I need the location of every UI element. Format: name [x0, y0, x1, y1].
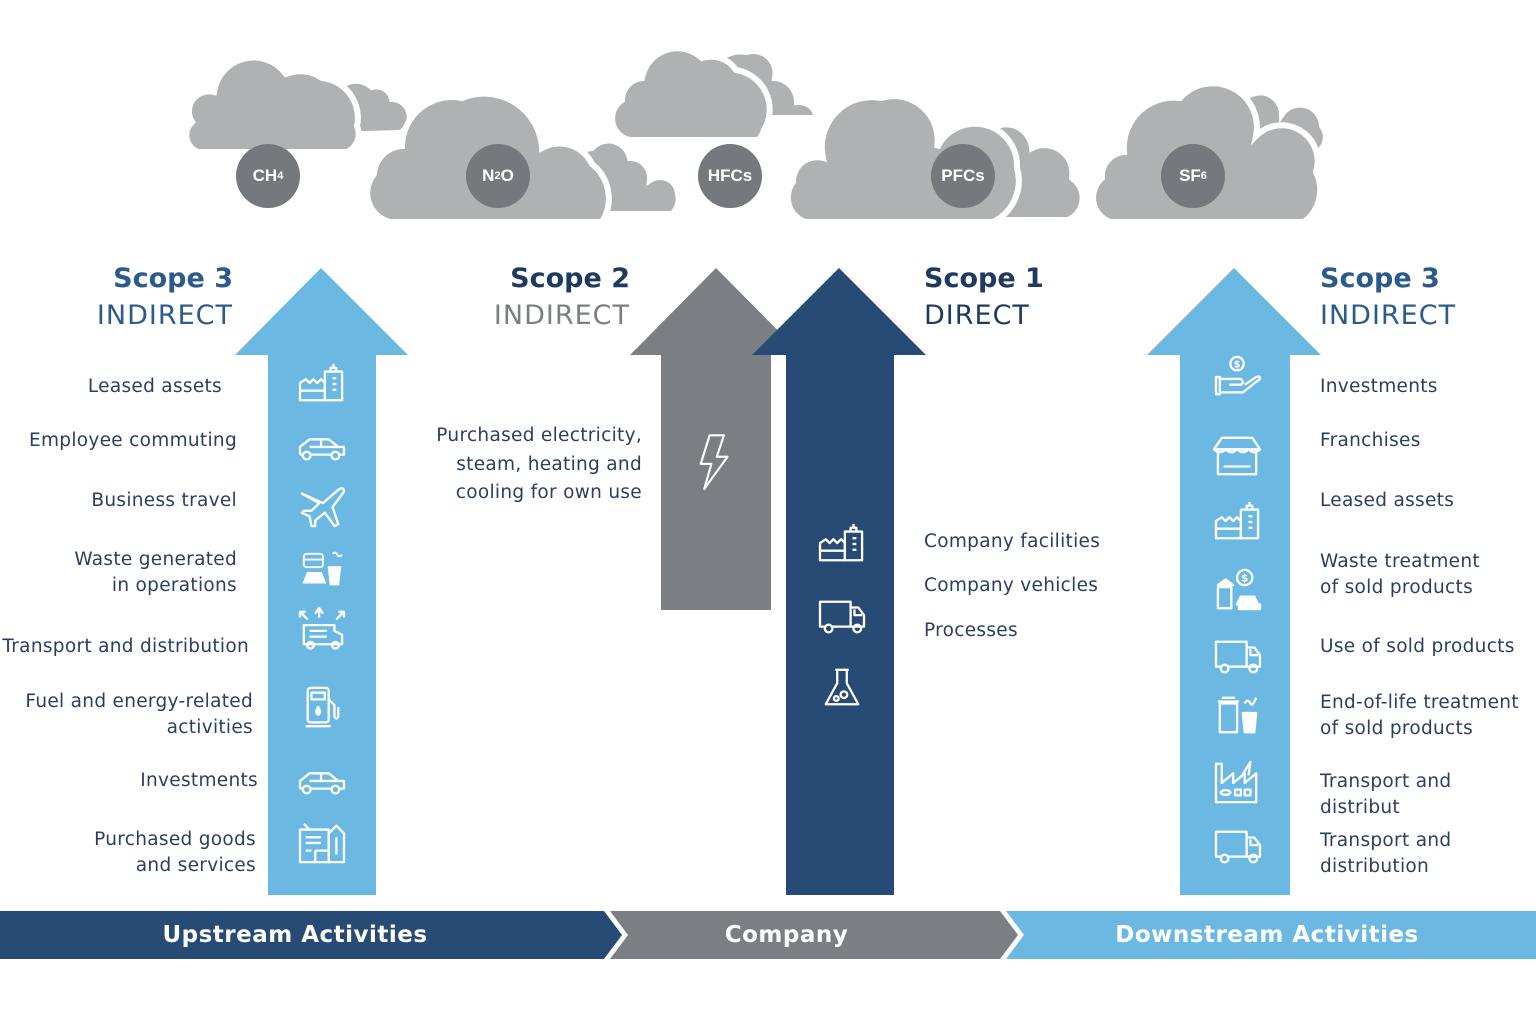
item-label: Investments	[1320, 376, 1438, 397]
clouds-layer	[183, 45, 1329, 225]
goods-icon	[294, 820, 350, 864]
building-icon	[294, 362, 350, 406]
scope1-heading: Scope 1 DIRECT	[924, 263, 1044, 331]
item-label: Purchased goods and services	[94, 829, 256, 876]
item-label: Transport and distribut	[1320, 771, 1452, 818]
item-label: End-of-life treatment of sold products	[1320, 692, 1519, 739]
cloud-ch4	[183, 54, 362, 155]
waste-icon	[294, 550, 350, 594]
delivery-truck-icon	[294, 606, 350, 650]
factory-icon	[1210, 760, 1266, 804]
band-upstream-label: Upstream Activities	[162, 922, 428, 948]
truck-icon	[1210, 636, 1266, 680]
item-label: Waste generated in operations	[74, 549, 237, 596]
band-downstream-label: Downstream Activities	[1115, 922, 1419, 948]
upstream-scope3-heading: Scope 3 INDIRECT	[96, 263, 233, 331]
building-icon	[1210, 500, 1266, 544]
item-label: Employee commuting	[28, 430, 237, 451]
item-label: Business travel	[91, 490, 237, 511]
item-label: Company vehicles	[924, 575, 1099, 596]
lightning-icon	[690, 424, 740, 502]
scope1-arrow	[752, 268, 926, 895]
fuel-pump-icon	[294, 686, 350, 730]
item-label: Franchises	[1320, 430, 1421, 451]
item-label: Investments	[140, 770, 258, 791]
truck-icon	[814, 596, 870, 640]
waste-coin-icon	[1210, 568, 1266, 612]
band-company-label: Company	[724, 922, 849, 948]
scope2-item-label: Purchased electricity, steam, heating an…	[436, 425, 642, 503]
item-label: Processes	[924, 620, 1018, 641]
item-label: Fuel and energy-related activities	[25, 691, 253, 738]
building-icon	[814, 522, 870, 566]
truck-icon	[1210, 826, 1266, 870]
downstream-scope3-heading: Scope 3 INDIRECT	[1320, 263, 1457, 331]
cloud-hfcs	[609, 45, 773, 143]
gas-hfcs: HFCs	[698, 144, 762, 208]
item-label: Leased assets	[1320, 490, 1455, 511]
item-label: Transport and distribution	[2, 636, 249, 657]
car-icon	[294, 424, 350, 468]
flask-icon	[814, 666, 870, 710]
scope2-heading: Scope 2 INDIRECT	[493, 263, 630, 331]
item-label: Use of sold products	[1320, 636, 1515, 657]
storefront-icon	[1210, 434, 1266, 478]
item-label: Waste treatment of sold products	[1320, 551, 1480, 598]
airplane-icon	[294, 484, 350, 528]
item-label: Leased assets	[87, 376, 222, 397]
item-label: Transport and distribution	[1320, 830, 1452, 877]
car-icon	[294, 758, 350, 802]
bin-icon	[1210, 692, 1266, 736]
gas-pfcs: PFCs	[931, 144, 995, 208]
item-label: Company facilities	[924, 531, 1101, 552]
hand-coin-icon	[1210, 355, 1266, 400]
